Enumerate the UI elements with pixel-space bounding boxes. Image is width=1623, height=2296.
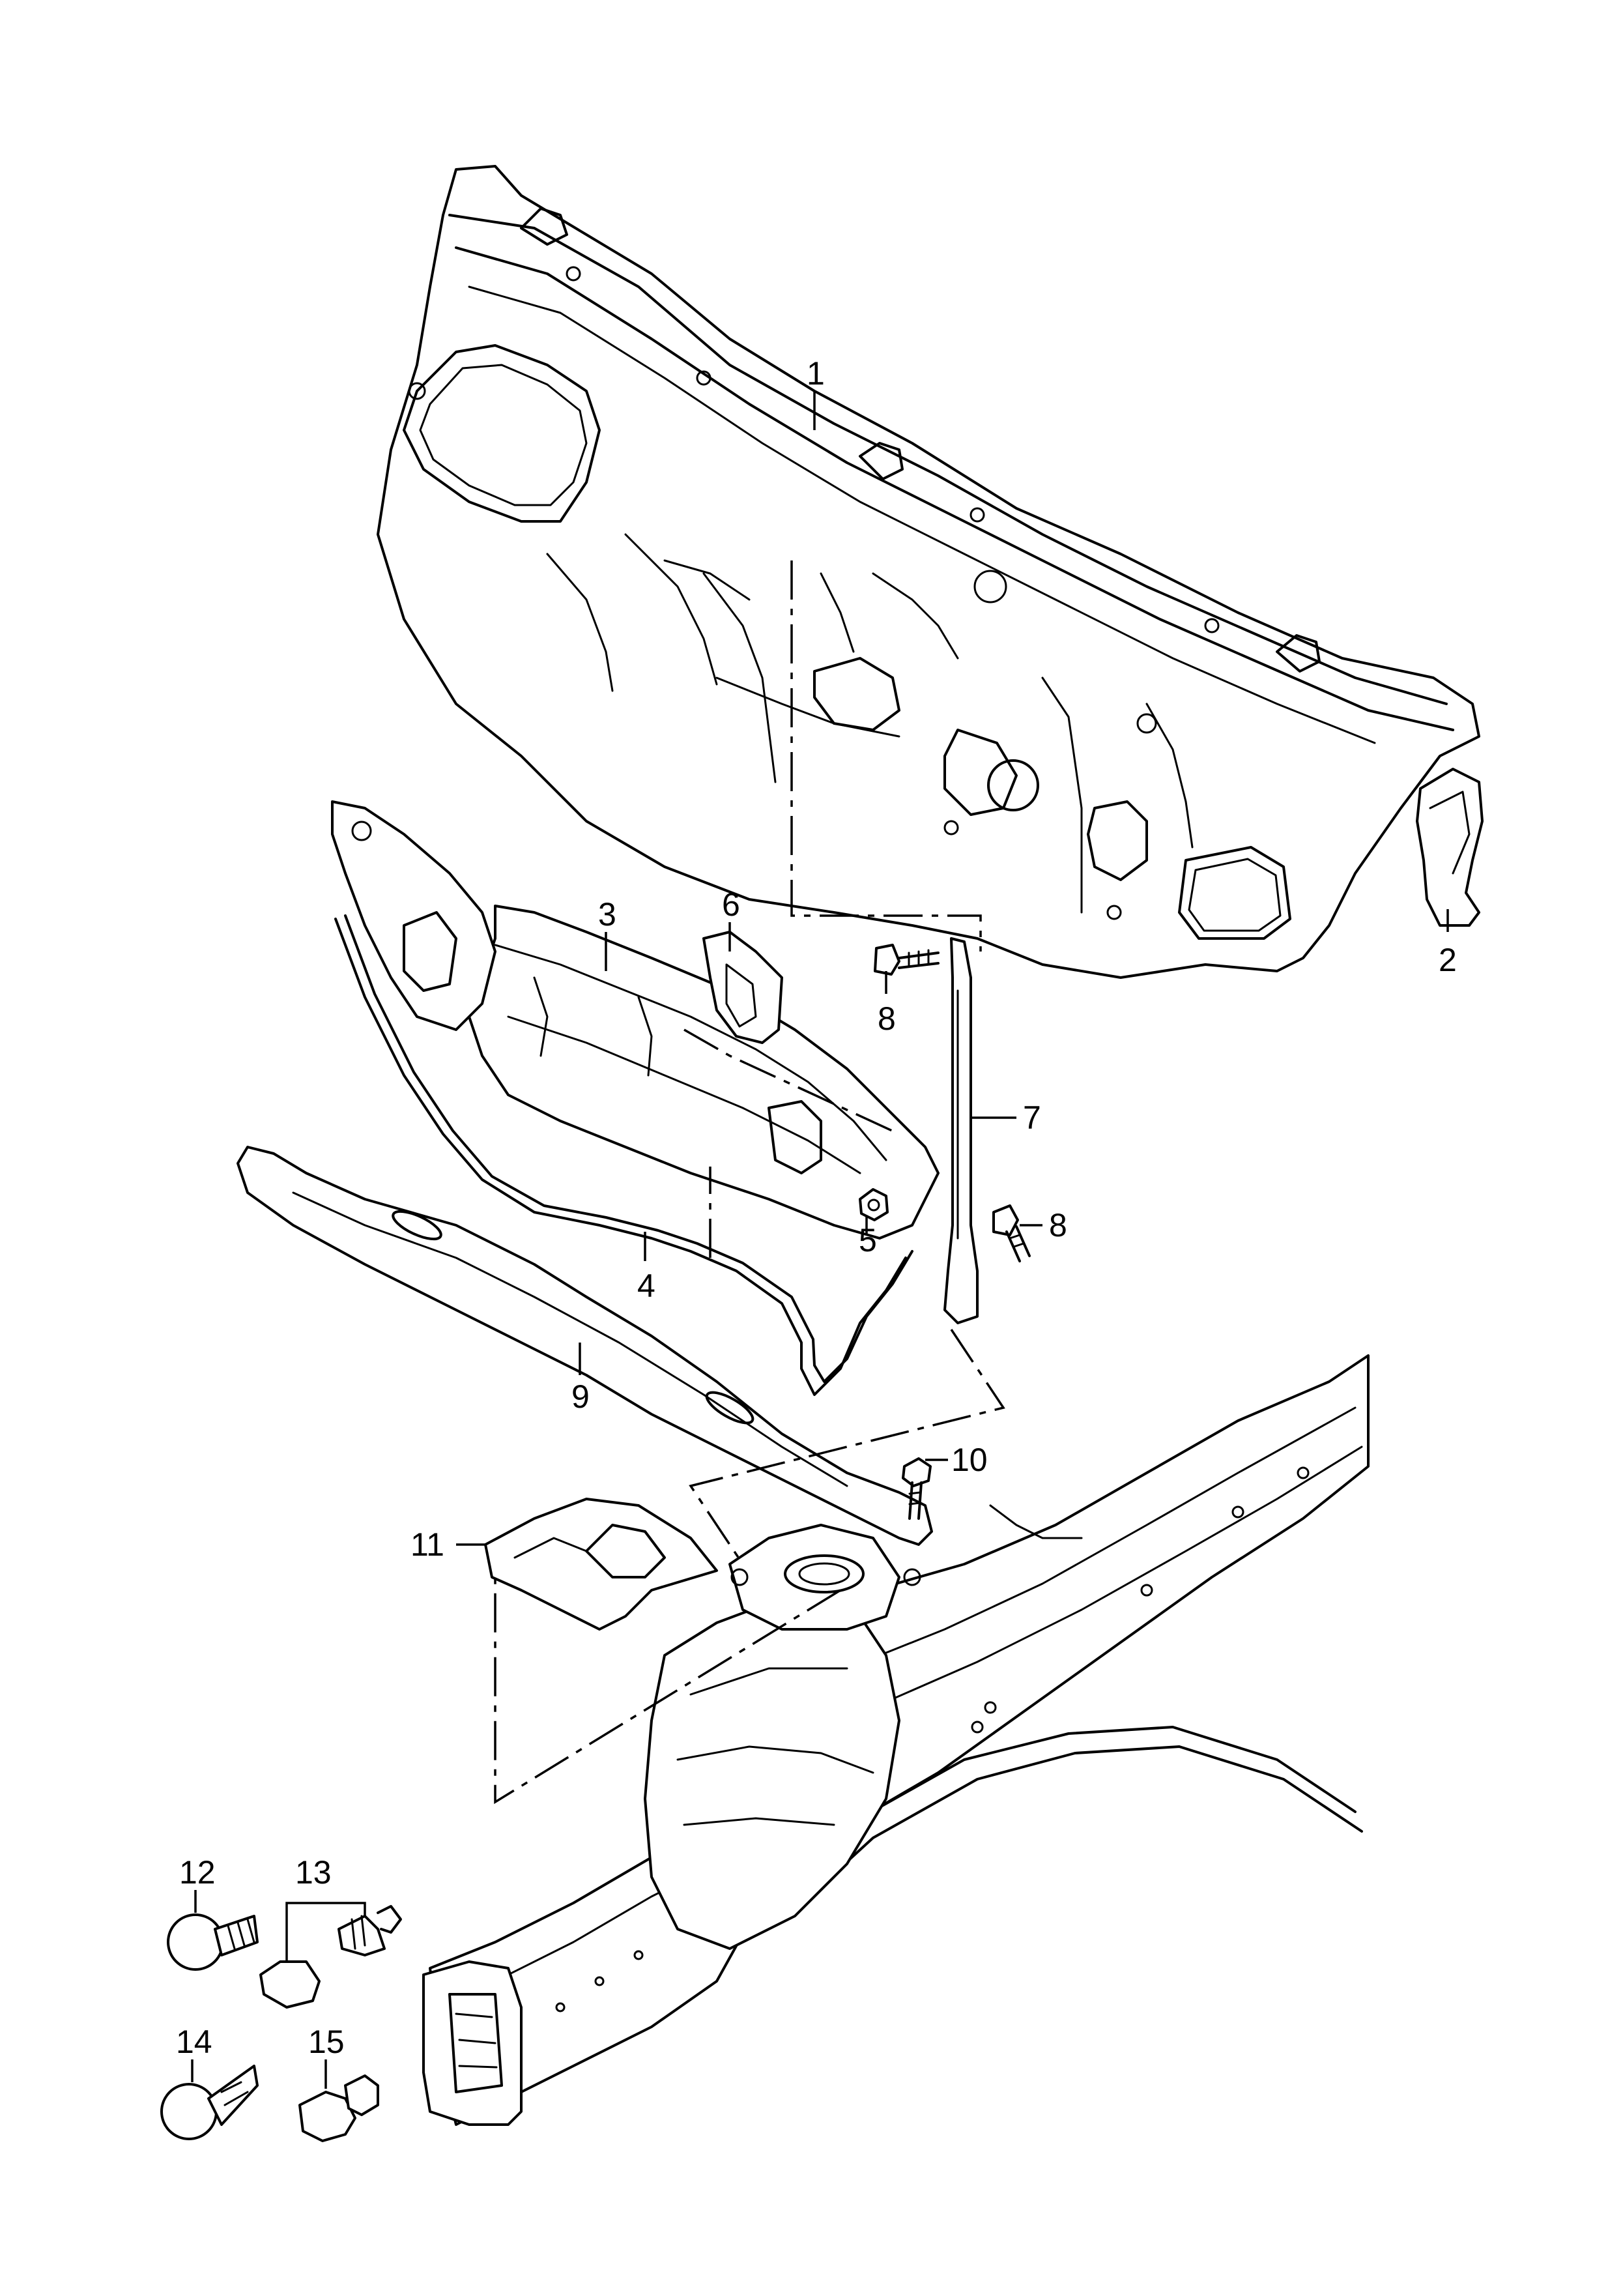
part-6-bracket bbox=[702, 931, 783, 1044]
part-3-inner-panel bbox=[468, 905, 940, 1240]
callout-8-upper: 8 bbox=[878, 1000, 896, 1037]
assembly-lines bbox=[494, 560, 1005, 1805]
part-15-clip bbox=[298, 2074, 379, 2142]
callout-2: 2 bbox=[1439, 942, 1457, 978]
part-5-nut bbox=[859, 1188, 889, 1221]
left-side-panel bbox=[331, 800, 496, 1031]
callout-9: 9 bbox=[571, 1378, 590, 1415]
callout-13: 13 bbox=[295, 1854, 332, 1891]
callout-5: 5 bbox=[859, 1222, 877, 1258]
part-12-screw bbox=[167, 1913, 259, 1971]
part-10-bolt bbox=[902, 1457, 932, 1520]
part-13-bolt-and-spacer bbox=[259, 1905, 402, 2009]
callout-14: 14 bbox=[176, 2024, 212, 2060]
callout-1: 1 bbox=[807, 355, 825, 392]
lower-body-structure bbox=[422, 1354, 1370, 2126]
part-1-bulkhead-panel bbox=[377, 165, 1480, 979]
callout-11: 11 bbox=[410, 1526, 444, 1563]
part-9-cross-member bbox=[237, 1146, 933, 1546]
callout-10: 10 bbox=[951, 1442, 988, 1478]
callout-3: 3 bbox=[598, 896, 616, 933]
callout-12: 12 bbox=[179, 1854, 216, 1891]
part-4-seal-strip bbox=[334, 914, 913, 1396]
callout-15: 15 bbox=[308, 2024, 345, 2060]
leader-lines bbox=[191, 391, 1449, 2089]
callout-8-lower: 8 bbox=[1049, 1207, 1067, 1243]
part-2-side-bracket bbox=[1416, 768, 1484, 927]
callout-4: 4 bbox=[637, 1268, 655, 1304]
part-8-bolt-lower bbox=[992, 1204, 1031, 1262]
part-14-expanding-rivet bbox=[160, 2065, 259, 2140]
part-8-bolt-upper bbox=[874, 944, 940, 976]
callouts: 1 2 3 4 5 6 7 8 8 9 10 11 12 13 14 15 bbox=[176, 355, 1457, 2060]
part-7-strut bbox=[943, 937, 979, 1324]
callout-6: 6 bbox=[722, 886, 740, 923]
part-11-support-bracket bbox=[484, 1498, 718, 1631]
callout-7: 7 bbox=[1023, 1099, 1041, 1136]
